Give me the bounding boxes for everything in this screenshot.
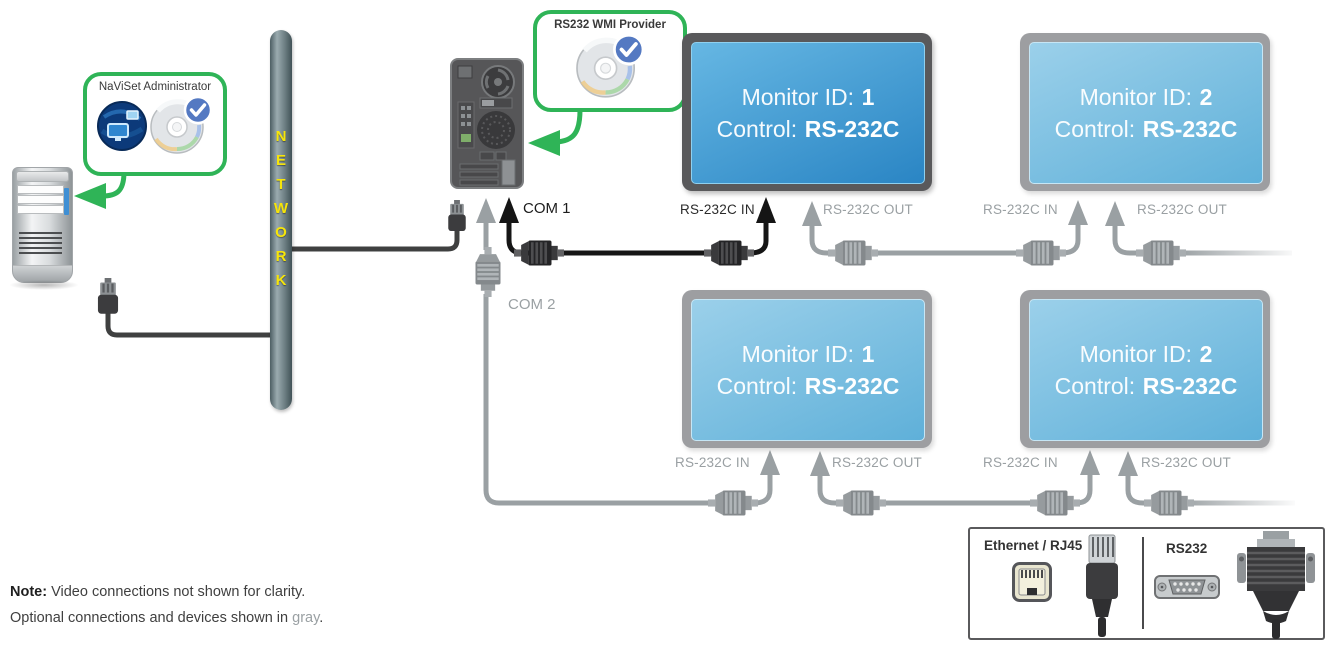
monitor-screen: Monitor ID:2 Control:RS-232C [1029,299,1263,441]
monitor-bottom-left: Monitor ID:1 Control:RS-232C [682,290,932,448]
serial-connector-icon [1136,240,1186,266]
monitor-screen: Monitor ID:1 Control:RS-232C [691,299,925,441]
server-top-panel [16,171,69,182]
pc-ethernet-plug-icon [448,200,466,232]
pc-tower [450,58,524,189]
monitor-control-line: Control:RS-232C [1054,372,1238,399]
com1-arrow-icon [499,197,519,223]
serial-connector-icon [708,490,758,516]
monitor1-in-arrow-icon [756,197,776,223]
connector-legend: Ethernet / RJ45 RS232 [968,527,1325,640]
check-icon [183,95,213,125]
port-label-out: RS-232C OUT [823,202,913,217]
server-led-strip [64,188,69,215]
serial-connector-icon [704,240,754,266]
monitor-id-line: Monitor ID:2 [1079,83,1213,110]
ethernet-legend-label: Ethernet / RJ45 [984,538,1083,553]
rj45-port-icon [1012,562,1052,602]
up-arrow-icon [1105,201,1125,226]
port-label-in: RS-232C IN [983,202,1058,217]
server-network-cable [105,230,460,338]
monitor-bottom-right: Monitor ID:2 Control:RS-232C [1020,290,1270,448]
port-label-out: RS-232C OUT [832,455,922,470]
green-arrow-icon [528,130,560,156]
note-bold: Note: [10,584,48,600]
com2-label: COM 2 [508,296,556,313]
bubble-tails [74,109,583,209]
serial-connector-icon [1144,490,1194,516]
monitor-control-line: Control:RS-232C [1054,115,1238,142]
naviset-administrator-badge: NaViSet Administrator [83,72,227,176]
serial-connector-icon [1030,490,1080,516]
check-icon [613,33,645,66]
badge-icons [537,33,683,99]
note-line-1: Note: Video connections not shown for cl… [10,584,306,600]
com1-label: COM 1 [523,200,571,217]
up-arrow-icon [802,201,822,226]
badge-icons [87,95,223,155]
monitor-top-left: Monitor ID:1 Control:RS-232C [682,33,932,191]
server-vents [19,232,62,254]
drive-bay [17,205,64,214]
server-tower [9,167,79,290]
port-label-in: RS-232C IN [983,455,1058,470]
server-base [13,265,72,282]
serial-connector-icon [1237,531,1315,639]
badge-title: NaViSet Administrator [98,81,212,93]
drive-bay [17,195,64,204]
note-line-2: Optional connections and devices shown i… [10,610,324,626]
badge-title: RS232 WMI Provider [554,19,666,31]
serial-connector-icon [475,247,501,297]
monitor-id-line: Monitor ID:1 [741,340,875,367]
monitor-id-line: Monitor ID:2 [1079,340,1213,367]
pc-rear-details [457,65,516,186]
monitor-id-line: Monitor ID:1 [741,83,875,110]
port-label-out: RS-232C OUT [1141,455,1231,470]
monitor-screen: Monitor ID:1 Control:RS-232C [691,42,925,184]
port-label-in: RS-232C IN [675,455,750,470]
up-arrow-icon [1080,450,1100,475]
monitor-control-line: Control:RS-232C [716,115,900,142]
rj45-plug-icon [1086,534,1118,637]
green-arrow-icon [74,183,106,209]
port-label-in: RS-232C IN [680,202,755,217]
serial-connector-icon [836,490,886,516]
legend-divider [1142,537,1144,629]
naviset-app-icon [97,101,147,151]
port-label-out: RS-232C OUT [1137,202,1227,217]
server-ethernet-plug-icon [97,278,119,314]
monitor-screen: Monitor ID:2 Control:RS-232C [1029,42,1263,184]
monitor-control-line: Control:RS-232C [716,372,900,399]
com2-arrow-icon [476,198,496,223]
up-arrow-icon [810,451,830,476]
serial-connector-icon [828,240,878,266]
up-arrow-icon [1118,451,1138,476]
rs232-wmi-provider-badge: RS232 WMI Provider [533,10,687,112]
software-cd-icon [576,33,645,98]
db9-port-icon [1154,575,1220,599]
serial-connector-icon [1016,240,1066,266]
software-cd-icon [150,95,213,154]
network-backbone: N E T W O R K [270,30,292,410]
network-label: N E T W O R K [273,128,289,289]
drive-bay [17,185,64,194]
monitor-top-right: Monitor ID:2 Control:RS-232C [1020,33,1270,191]
gray-word: gray [292,610,320,626]
serial-connector-icon [514,240,564,266]
up-arrow-icon [1068,200,1088,225]
up-arrow-icon [760,450,780,475]
rs232-legend-label: RS232 [1166,541,1208,556]
